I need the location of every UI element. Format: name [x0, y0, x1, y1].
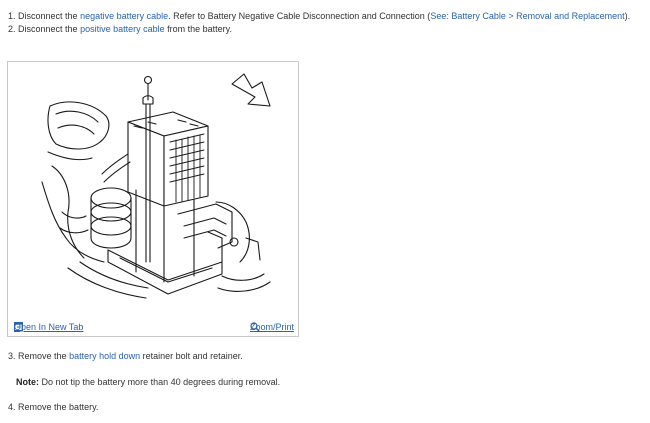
step-4-text: Remove the battery.	[18, 402, 99, 412]
step-1-number: 1.	[8, 11, 16, 21]
step-2-text-post: from the battery.	[167, 24, 233, 34]
step-3-text-post: retainer bolt and retainer.	[142, 351, 243, 361]
zoom-print-button[interactable]: Zoom/Print	[250, 322, 294, 333]
step-1-text-pre: Disconnect the	[18, 11, 78, 21]
battery-hold-down-link[interactable]: battery hold down	[69, 351, 141, 361]
open-tab-icon	[14, 322, 23, 331]
step-1-text-mid: . Refer to Battery Negative Cable Discon…	[168, 11, 431, 21]
note-text: Do not tip the battery more than 40 degr…	[41, 377, 281, 387]
note: Note: Do not tip the battery more than 4…	[16, 376, 280, 388]
magnifier-icon	[250, 322, 260, 332]
negative-battery-cable-link[interactable]: negative battery cable	[80, 11, 169, 21]
note-label: Note:	[16, 377, 39, 387]
step-2-text-pre: Disconnect the	[18, 24, 78, 34]
step-3: 3. Remove the battery hold down retainer…	[8, 350, 243, 362]
step-3-number: 3.	[8, 351, 16, 361]
step-1-text-post: ).	[624, 11, 631, 21]
step-1: 1. Disconnect the negative battery cable…	[8, 10, 630, 22]
battery-illustration	[41, 73, 271, 299]
step-4-number: 4.	[8, 402, 16, 412]
step-2: 2. Disconnect the positive battery cable…	[8, 23, 232, 35]
step-2-number: 2.	[8, 24, 16, 34]
battery-figure: Open In New Tab Zoom/Print	[7, 61, 299, 337]
direction-arrow-icon	[231, 73, 271, 107]
battery-cable-removal-link[interactable]: See: Battery Cable > Removal and Replace…	[430, 11, 625, 21]
open-in-new-tab-label: Open In New Tab	[14, 322, 84, 332]
step-4: 4. Remove the battery.	[8, 401, 98, 413]
positive-battery-cable-link[interactable]: positive battery cable	[80, 24, 165, 34]
zoom-print-label: Zoom/Print	[249, 322, 294, 332]
step-3-text-pre: Remove the	[18, 351, 67, 361]
figure-toolbar: Open In New Tab Zoom/Print	[8, 320, 298, 336]
open-in-new-tab-button[interactable]: Open In New Tab	[14, 322, 83, 333]
